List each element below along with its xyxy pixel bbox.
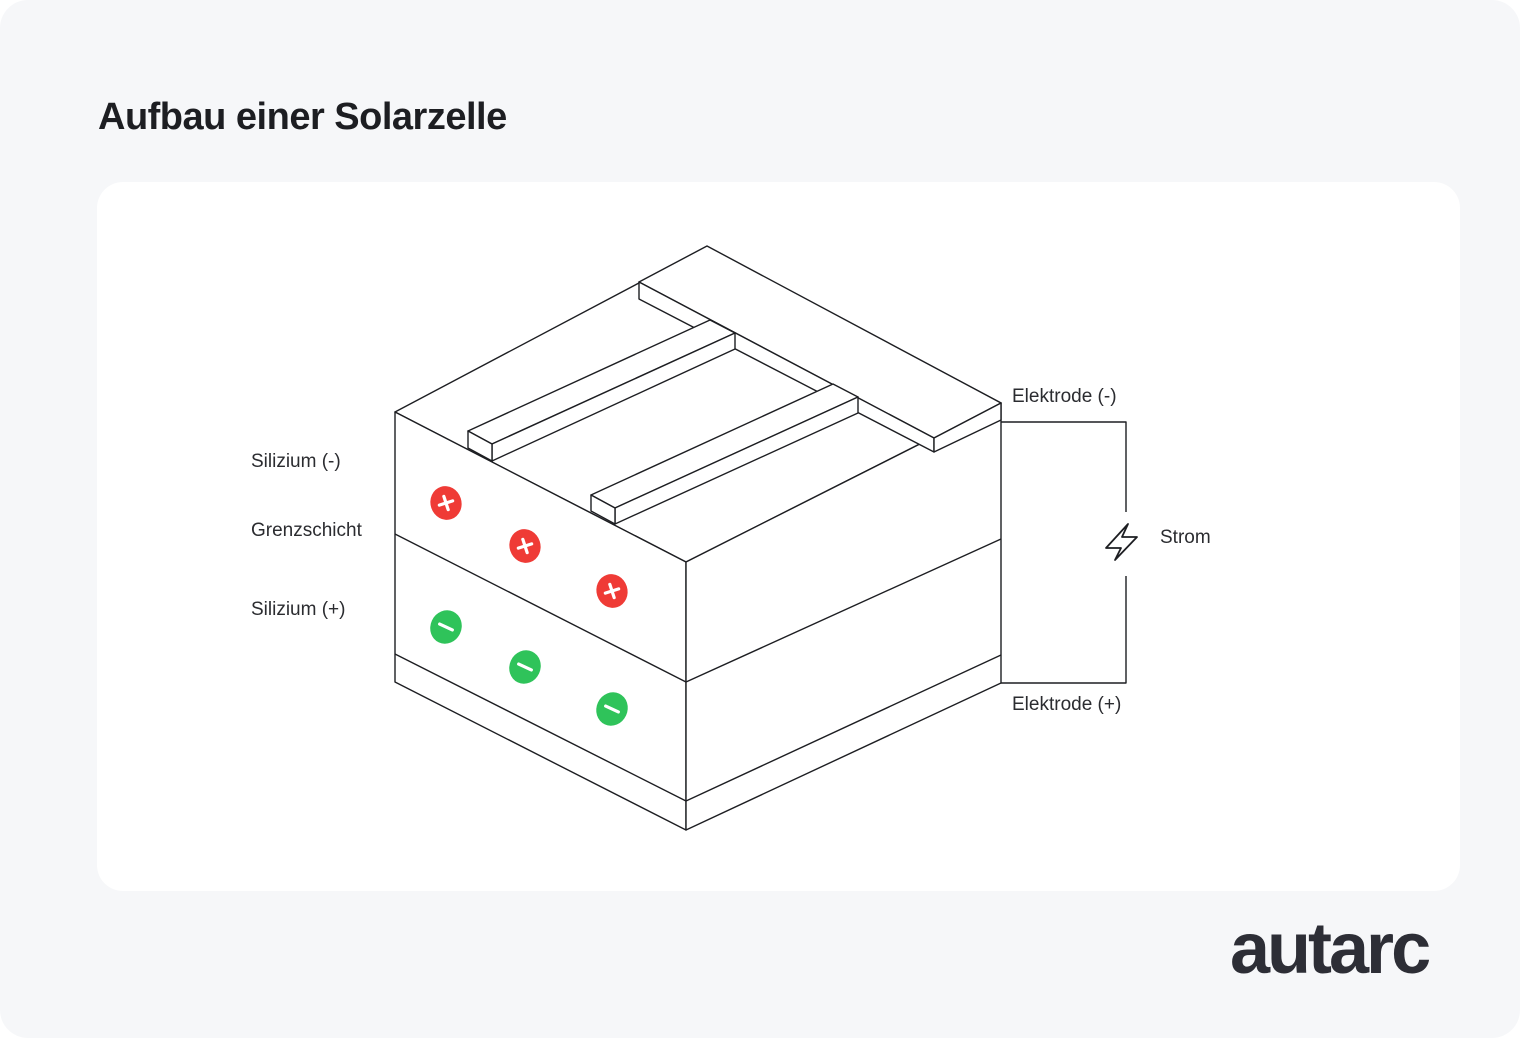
finger-1-end — [467, 430, 493, 462]
autarc-logo: autarc — [1230, 909, 1431, 989]
lightning-bolt-icon — [1105, 523, 1138, 561]
label-electrode-negative: Elektrode (-) — [1012, 386, 1117, 407]
finger-2-end — [590, 494, 616, 525]
label-silicon-positive: Silizium (+) — [251, 599, 346, 620]
negative-charge-2 — [509, 650, 541, 684]
positive-charge-3 — [596, 574, 628, 608]
label-current: Strom — [1160, 527, 1211, 548]
circuit-wire-top — [1001, 421, 1127, 512]
positive-charges — [430, 486, 628, 608]
page-title: Aufbau einer Solarzelle — [98, 96, 507, 138]
label-boundary-layer: Grenzschicht — [251, 520, 362, 541]
negative-charges — [430, 610, 628, 726]
busbar-right — [933, 402, 1002, 453]
label-silicon-negative: Silizium (-) — [251, 451, 341, 472]
circuit-wire-bottom — [1001, 576, 1127, 684]
boundary-layer-line — [394, 533, 1002, 683]
positive-charge-1 — [430, 486, 462, 520]
negative-charge-1 — [430, 610, 462, 644]
negative-charge-3 — [596, 692, 628, 726]
label-electrode-positive: Elektrode (+) — [1012, 694, 1122, 715]
electrode-plus-layer-line — [394, 653, 1002, 802]
positive-charge-2 — [509, 529, 541, 563]
